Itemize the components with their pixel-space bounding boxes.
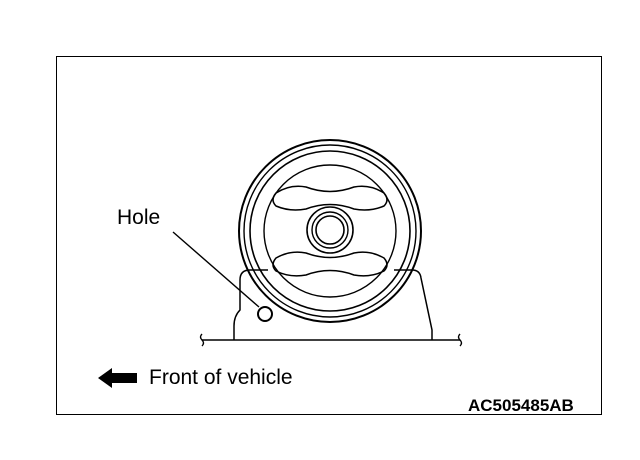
center-sleeve: [306, 206, 354, 254]
ground-line: [199, 333, 463, 347]
mount-bracket: [233, 269, 433, 340]
hole-label: Hole: [117, 206, 161, 229]
upper-void: [272, 185, 388, 211]
figure-code: AC505485AB: [468, 396, 574, 415]
bracket-hole: [257, 306, 273, 322]
front-of-vehicle-label: Front of vehicle: [149, 366, 293, 389]
mount-bushing: [238, 139, 422, 323]
figure-frame: [56, 56, 602, 415]
arrow-left-icon: [98, 368, 137, 388]
lower-void: [272, 251, 388, 277]
hole-leader-line: [172, 231, 260, 308]
